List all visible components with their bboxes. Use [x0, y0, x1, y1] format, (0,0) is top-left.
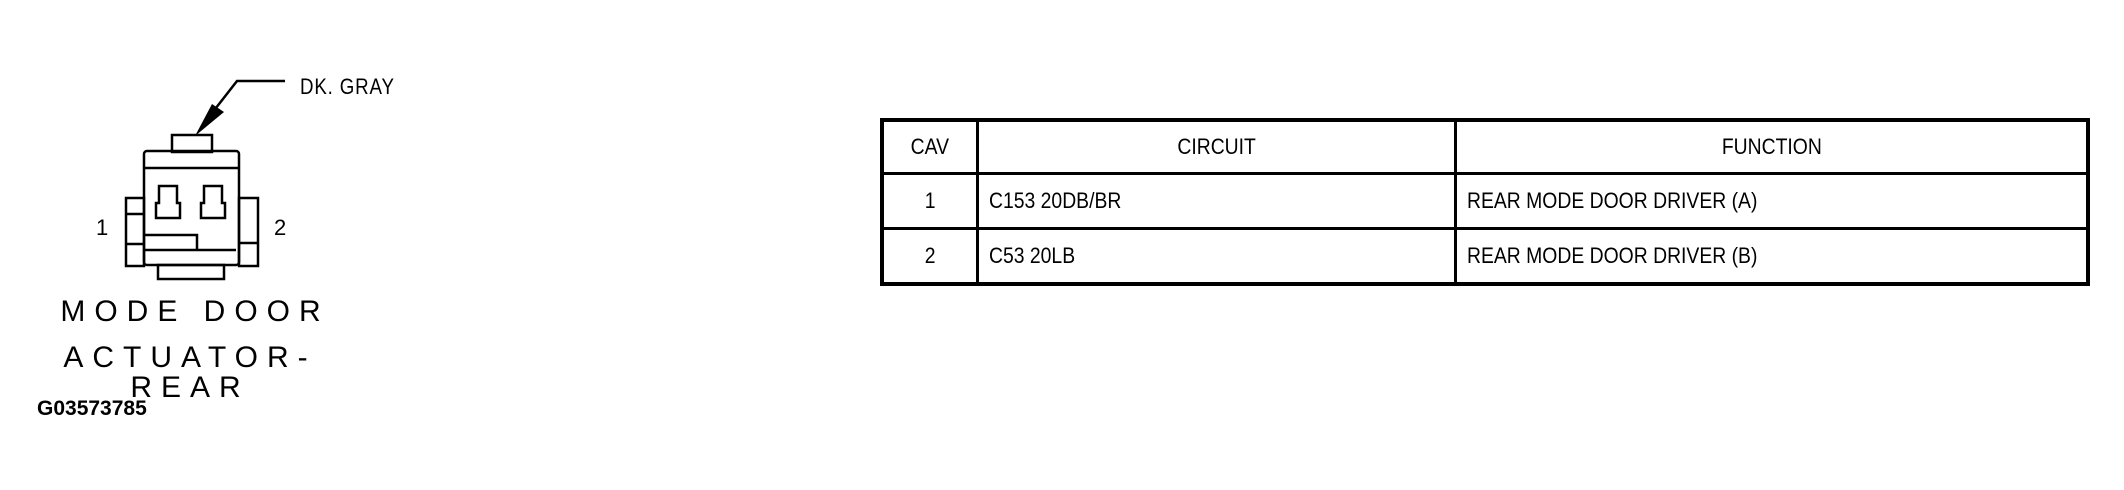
header-cav: CAV	[880, 118, 979, 175]
cavity-2	[199, 184, 227, 220]
cell-function: REAR MODE DOOR DRIVER (A)	[1454, 172, 2090, 230]
pin-label-1: 1	[96, 215, 109, 240]
table-row: 2 C53 20LB REAR MODE DOOR DRIVER (B)	[880, 227, 2090, 286]
header-function: FUNCTION	[1454, 118, 2090, 175]
connector-name-line1: MODE DOOR	[60, 295, 330, 328]
cell-function: REAR MODE DOOR DRIVER (B)	[1454, 227, 2090, 286]
cell-cav: 2	[880, 227, 979, 286]
wire-color-label: DK. GRAY	[300, 74, 395, 99]
cell-cav: 1	[880, 172, 979, 230]
connector-name-line2: ACTUATOR-REAR	[63, 341, 317, 404]
pin-label-2: 2	[274, 215, 287, 240]
figure-id: G03573785	[37, 397, 147, 420]
cavity-1	[154, 184, 182, 220]
pinout-table: CAV CIRCUIT FUNCTION 1 C153 20DB/BR REAR…	[880, 118, 2090, 286]
cell-circuit: C153 20DB/BR	[976, 172, 1457, 230]
connector-diagram	[124, 79, 285, 281]
arrow-head	[195, 104, 224, 136]
table-header-row: CAV CIRCUIT FUNCTION	[880, 118, 2090, 175]
table-row: 1 C153 20DB/BR REAR MODE DOOR DRIVER (A)	[880, 172, 2090, 230]
cell-circuit: C53 20LB	[976, 227, 1457, 286]
header-circuit: CIRCUIT	[976, 118, 1457, 175]
